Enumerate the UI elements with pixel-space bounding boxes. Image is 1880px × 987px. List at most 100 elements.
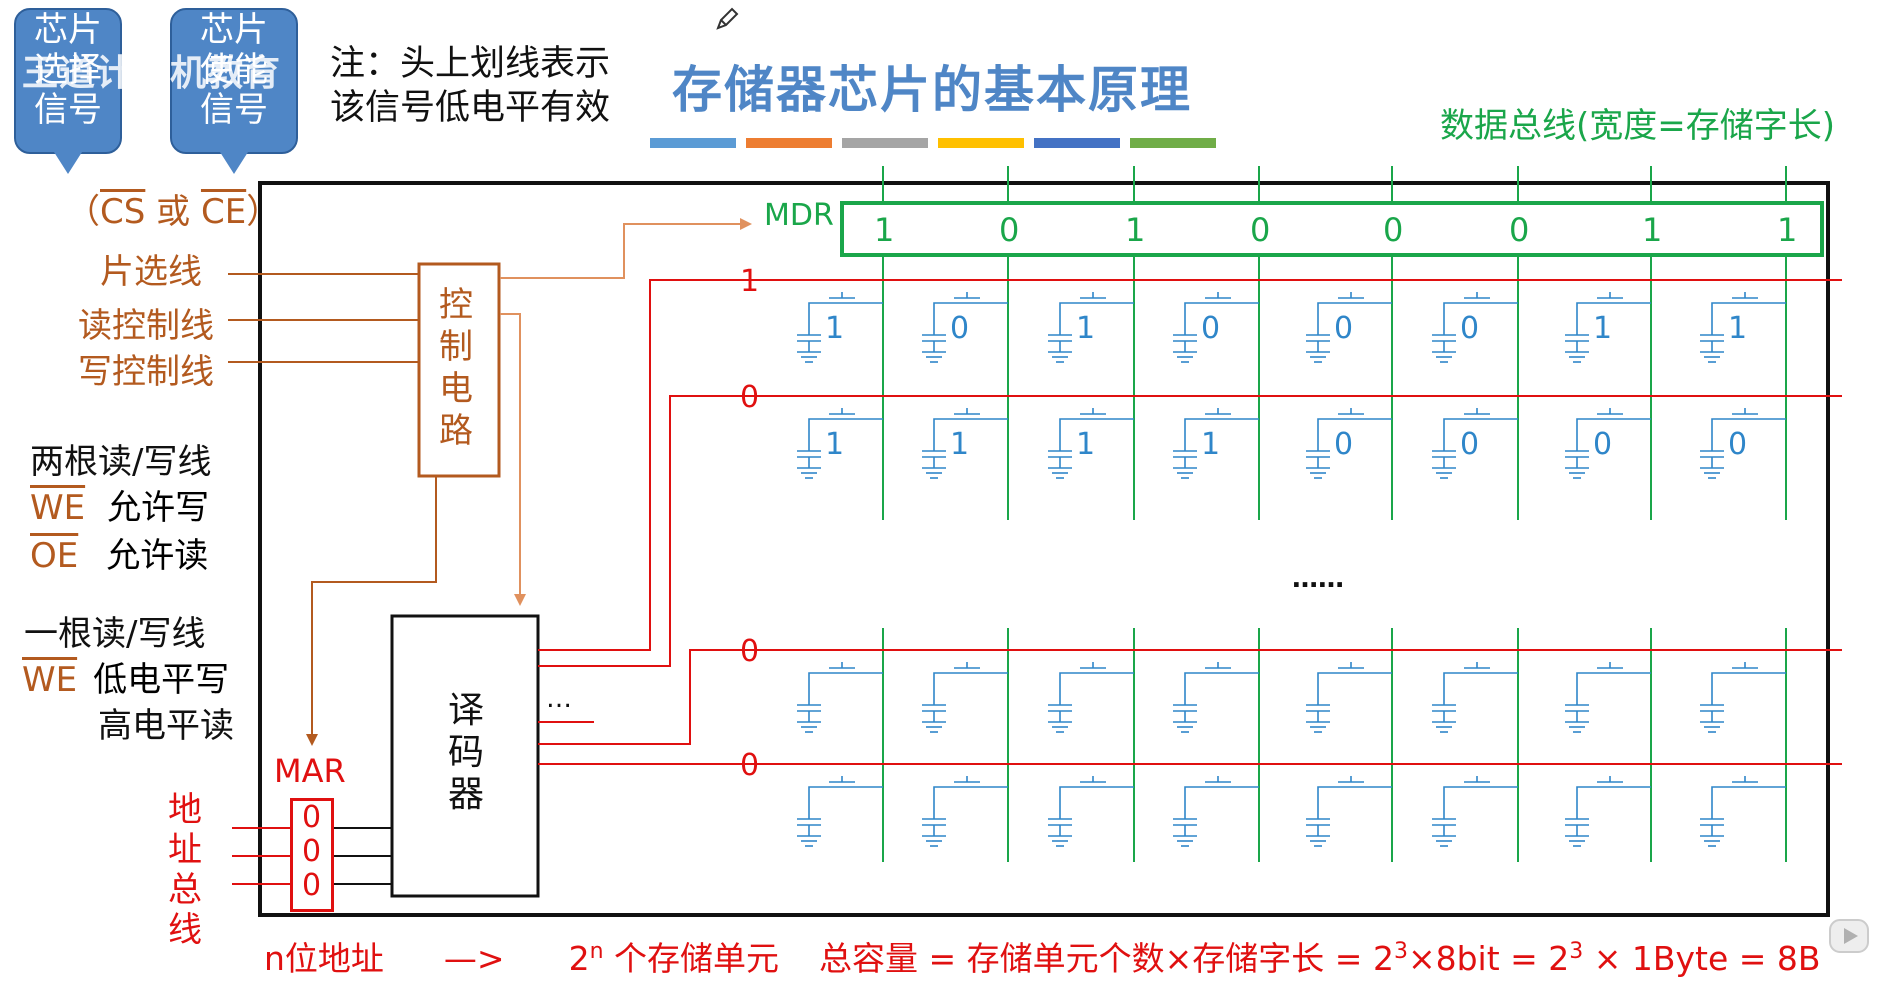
- word-line-label: 0: [740, 634, 759, 669]
- decoder-ellipsis: …: [546, 684, 572, 714]
- cell-value: 0: [950, 311, 969, 346]
- memory-cell: [1173, 776, 1259, 847]
- memory-cell: [1173, 662, 1259, 733]
- memory-cell: [1048, 662, 1134, 733]
- write-control-line-label: 写控制线: [78, 352, 214, 392]
- cell-value: 1: [950, 427, 969, 462]
- address-bus-label: 地址总线: [168, 790, 202, 950]
- high-read: 高电平读: [98, 706, 234, 746]
- decoder-output: [538, 279, 760, 651]
- memory-cell: [1700, 776, 1786, 847]
- memory-cell: [1432, 292, 1518, 363]
- middle-ellipsis: ……: [1292, 564, 1344, 594]
- read-control-line-label: 读控制线: [78, 306, 214, 346]
- control-to-mar-arrow: [311, 476, 437, 736]
- mdr-label: MDR: [764, 198, 834, 233]
- cell-value: 1: [1593, 311, 1612, 346]
- mdr-bit: 0: [1509, 211, 1529, 249]
- decoder-output: [538, 649, 760, 745]
- bubble-text: 芯片: [200, 10, 268, 50]
- video-play-icon[interactable]: [1828, 916, 1872, 956]
- memory-cell: [1565, 776, 1651, 847]
- cell-value: 1: [825, 311, 844, 346]
- mdr-register: [840, 201, 1824, 257]
- oe-signal: OE: [30, 536, 79, 576]
- memory-cell: [922, 662, 1008, 733]
- chip-select-line-label: 片选线: [100, 252, 202, 292]
- power-exponent: n: [589, 939, 604, 964]
- memory-cell: [1432, 662, 1518, 733]
- mdr-bit: 1: [1125, 211, 1145, 249]
- cell-value: 0: [1593, 427, 1612, 462]
- word-line-label: 1: [740, 264, 759, 299]
- memory-cell: [797, 292, 883, 363]
- memory-cell: [1306, 776, 1392, 847]
- cell-value: 0: [1334, 311, 1353, 346]
- data-bus-label: 数据总线(宽度=存储字长): [1440, 106, 1836, 146]
- n-bit-address: n位地址: [264, 939, 384, 978]
- memory-cell: [1432, 408, 1518, 479]
- we-desc: 允许写: [107, 488, 210, 528]
- cell-value: 0: [1201, 311, 1220, 346]
- memory-cell: [1306, 408, 1392, 479]
- we-allow-write: WE 允许写: [30, 480, 209, 529]
- decoder-output: [538, 395, 760, 667]
- cell-value: 1: [1076, 311, 1095, 346]
- cell-value: 0: [1460, 427, 1479, 462]
- memory-cell: [922, 292, 1008, 363]
- decoder-box: [390, 614, 540, 898]
- mar-bit: 0: [302, 800, 322, 835]
- page-title: 存储器芯片的基本原理: [672, 61, 1192, 119]
- chip-select-bubble: 芯片 选择 信号: [14, 8, 122, 174]
- memory-cell: [1048, 408, 1134, 479]
- memory-cell: [1173, 408, 1259, 479]
- bubble-text: 信号: [34, 90, 102, 130]
- word-line-label: 0: [740, 380, 759, 415]
- mdr-bit: 0: [1383, 211, 1403, 249]
- bubble-text: 使能: [200, 50, 268, 90]
- memory-cell: [1432, 776, 1518, 847]
- memory-cell: [1173, 292, 1259, 363]
- cell-value: 1: [1201, 427, 1220, 462]
- low-write: 低电平写: [93, 660, 230, 700]
- control-to-mdr-arrow: [500, 223, 742, 279]
- cell-value: 0: [1728, 427, 1747, 462]
- cs-ce-label: （CS 或 CE）: [66, 192, 281, 232]
- memory-cell: [1700, 292, 1786, 363]
- cell-value: 0: [1460, 311, 1479, 346]
- storage-cells-text: 个存储单元: [603, 939, 780, 978]
- decoder-label: 译码器: [447, 690, 484, 815]
- cs-signal: CS: [100, 192, 146, 232]
- memory-cell: [1048, 292, 1134, 363]
- memory-cell: [1565, 408, 1651, 479]
- memory-cell: [797, 662, 883, 733]
- memory-cell: [797, 776, 883, 847]
- mar-bit: 0: [302, 868, 322, 903]
- note-line-2: 该信号低电平有效: [330, 88, 611, 128]
- cell-value: 0: [1334, 427, 1353, 462]
- memory-cell: [797, 408, 883, 479]
- memory-cell: [1306, 662, 1392, 733]
- cell-value: 1: [1728, 311, 1747, 346]
- cell-value: 1: [825, 427, 844, 462]
- note-line-1: 注：头上划线表示: [330, 44, 611, 84]
- control-circuit-label: 控制电路: [439, 285, 473, 451]
- bubble-text: 芯片: [34, 10, 102, 50]
- oe-desc: 允许读: [106, 536, 209, 576]
- mdr-bit: 0: [1250, 211, 1270, 249]
- we-signal: WE: [30, 488, 86, 528]
- memory-cell: [1306, 292, 1392, 363]
- bubble-text: 选择: [34, 50, 102, 90]
- oe-allow-read: OE 允许读: [30, 528, 208, 577]
- memory-cell: [1565, 662, 1651, 733]
- control-circuit-box: [417, 262, 501, 478]
- pencil-icon[interactable]: [712, 4, 742, 34]
- word-line-label: 0: [740, 748, 759, 783]
- note: 注：头上划线表示 该信号低电平有效: [330, 42, 610, 130]
- watermark: 王道计算机教育: [22, 53, 282, 94]
- chip-enable-bubble: 芯片 使能 信号: [170, 8, 298, 174]
- mar-label: MAR: [274, 752, 346, 790]
- capacity-formula: 总容量 = 存储单元个数×存储字长 = 2: [819, 939, 1394, 978]
- chip-boundary: [258, 181, 1830, 917]
